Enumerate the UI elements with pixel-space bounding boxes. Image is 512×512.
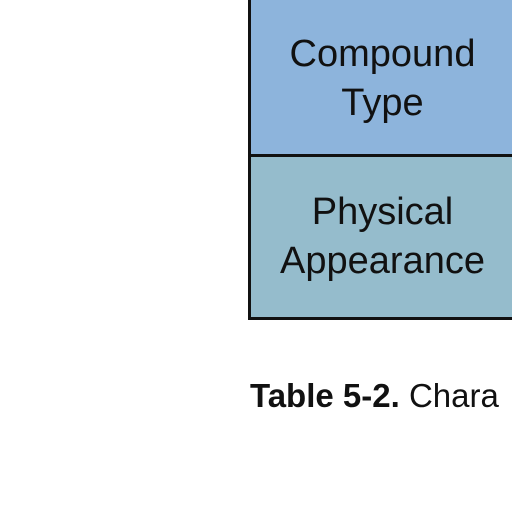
table-caption-number: Table 5-2. (250, 377, 400, 414)
table-caption-text: Chara (399, 377, 499, 414)
table-row-physical-appearance: Physical Appearance (251, 157, 512, 317)
row-header-compound-type: Compound Type (289, 33, 476, 124)
table-row-compound-type: Compound Type (251, 0, 512, 157)
table-caption: Table 5-2. Chara (250, 376, 499, 416)
characteristics-table: Compound Type Physical Appearance (248, 0, 512, 320)
row-header-physical-appearance: Physical Appearance (280, 191, 485, 282)
